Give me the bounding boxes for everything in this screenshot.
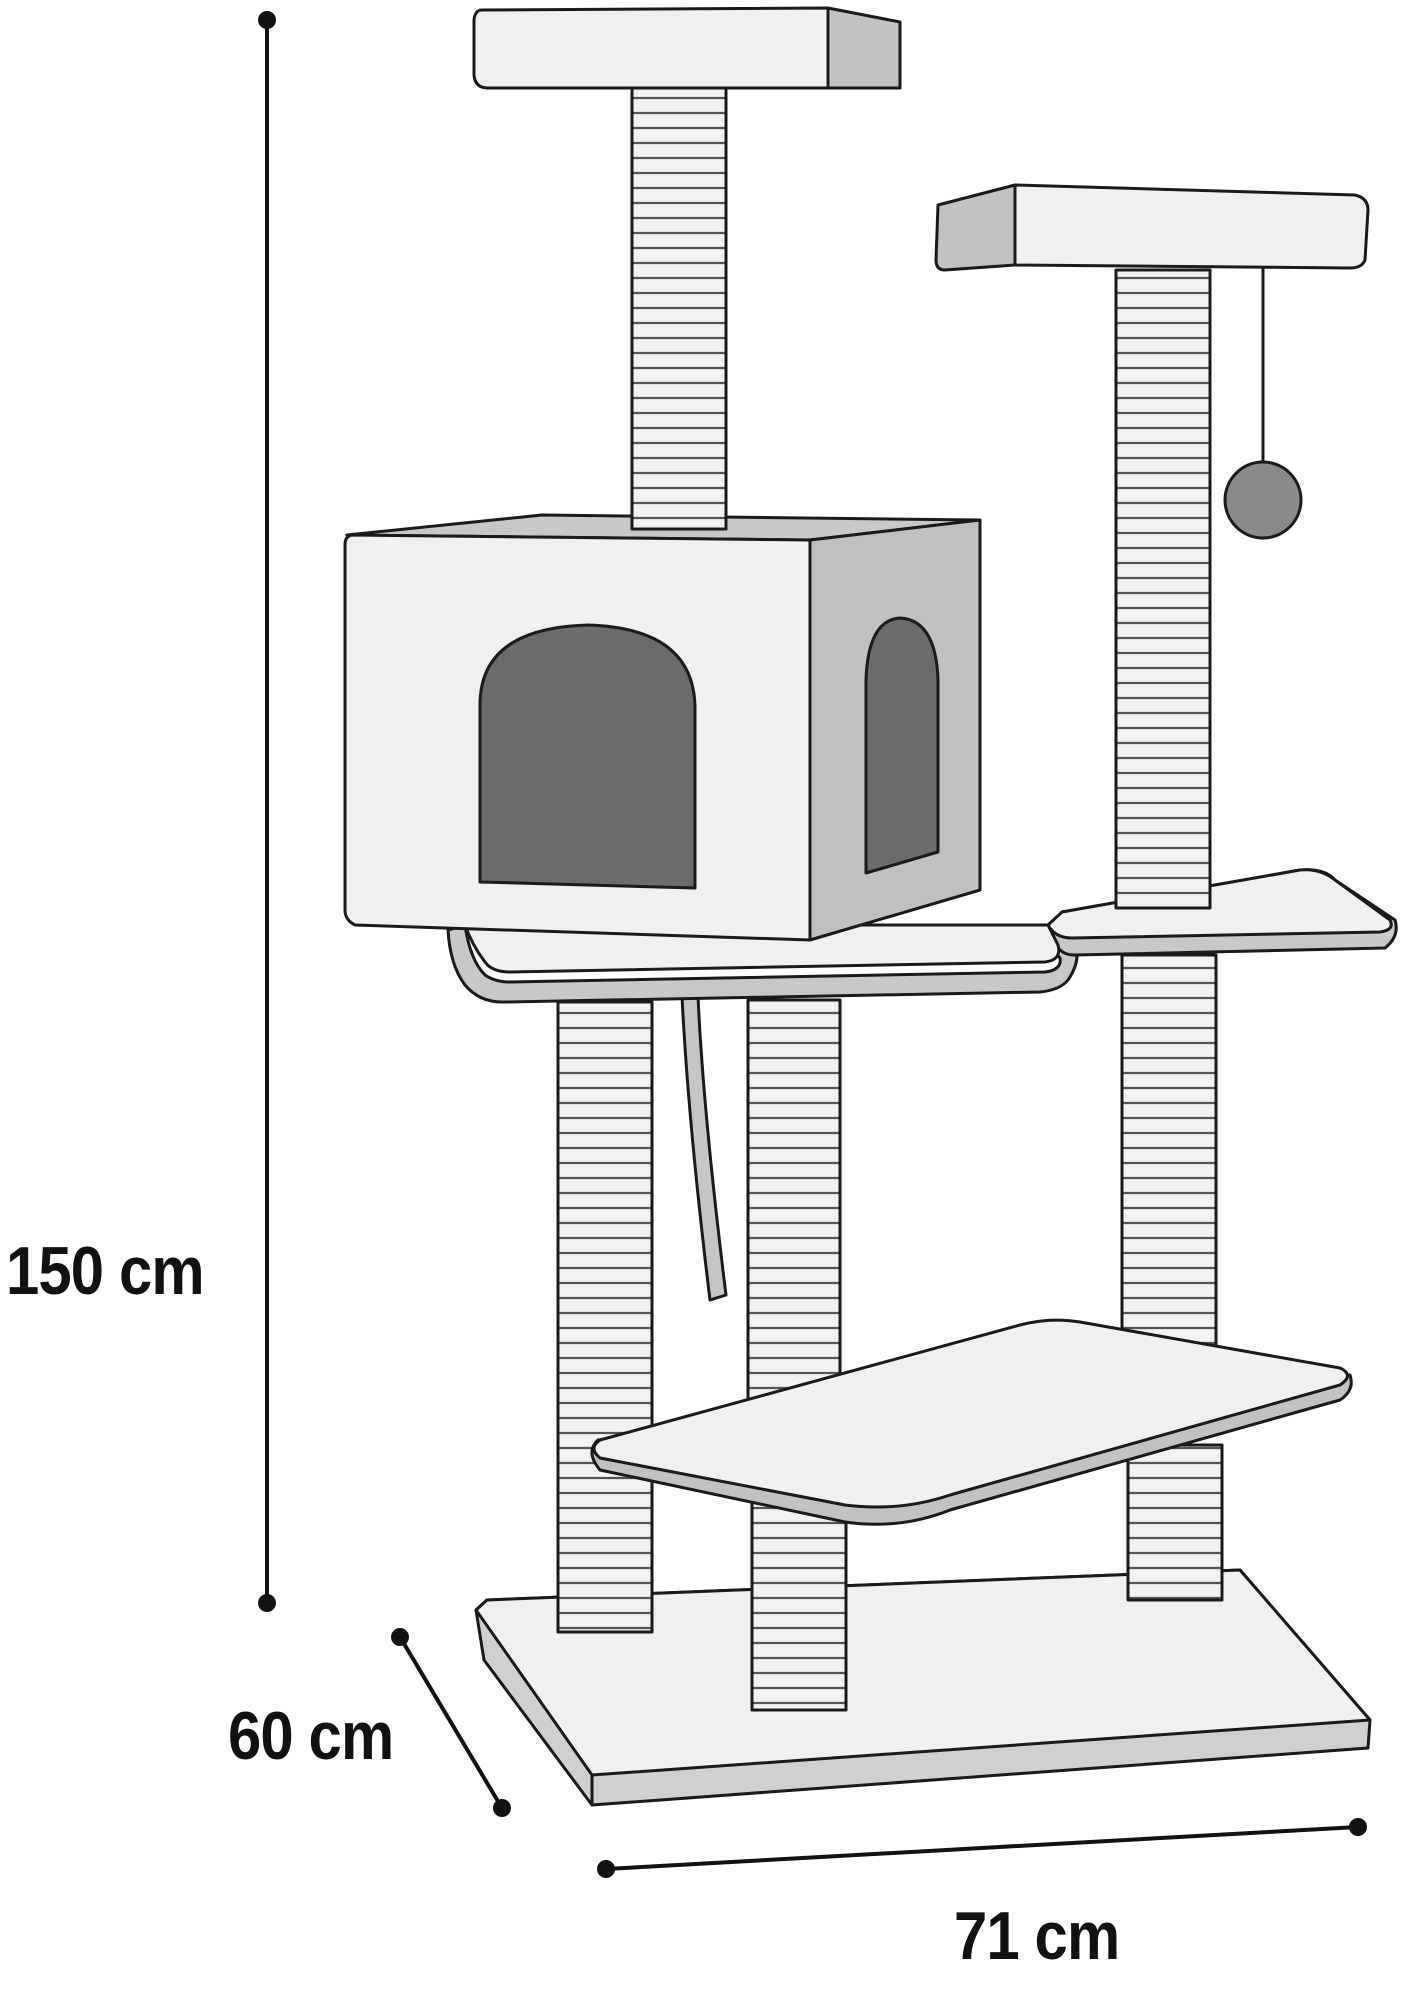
- lower-right-post: [1120, 953, 1224, 1602]
- middle-platform: [446, 868, 1398, 1004]
- cat-house: [343, 513, 982, 942]
- width-label: 71 cm: [954, 1898, 1120, 1974]
- depth-label: 60 cm: [228, 1698, 394, 1774]
- house-side-window: [864, 616, 940, 875]
- upper-right-post: [1114, 268, 1212, 910]
- height-dimension-line: [258, 11, 276, 1612]
- top-left-perch: [472, 6, 902, 90]
- lower-front-post: [746, 998, 848, 1712]
- lower-platform: [590, 1318, 1353, 1526]
- height-label: 150 cm: [6, 1233, 205, 1309]
- top-right-perch: [934, 183, 1370, 272]
- lower-left-back-post: [556, 1000, 654, 1634]
- hanging-sisal-strip: [680, 994, 728, 1302]
- house-front-entrance: [478, 623, 697, 890]
- upper-left-post: [630, 80, 728, 531]
- depth-dimension-line: [391, 1628, 511, 1817]
- width-dimension-line: [597, 1818, 1367, 1878]
- toy-ball: [1223, 268, 1303, 540]
- base-board: [474, 1568, 1372, 1807]
